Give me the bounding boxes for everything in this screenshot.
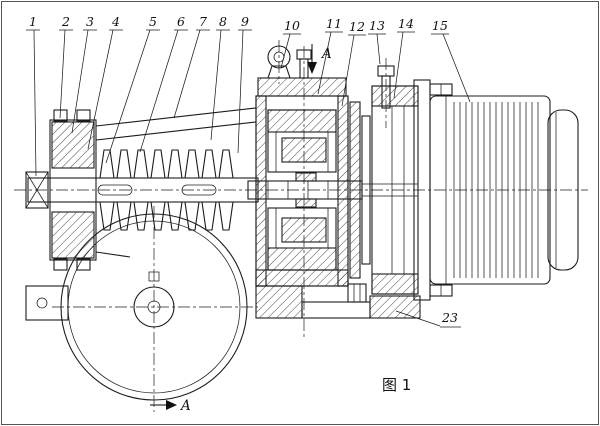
callout-6-label: 6 (177, 14, 185, 29)
callout-8-leader (210, 29, 222, 141)
wheel-hub (133, 286, 175, 328)
callout-9: 9 (237, 14, 252, 154)
bearing-housing (49, 109, 97, 271)
brake-disc (349, 101, 361, 279)
callout-2: 2 (59, 14, 73, 119)
bearing-cap-bolt (76, 258, 91, 271)
callout-23: 23 (395, 310, 461, 328)
wheel-outer-rim (60, 213, 248, 401)
figure-caption: 图 1 (382, 376, 411, 394)
callout-5: 5 (105, 14, 160, 164)
callout-6: 6 (139, 14, 188, 153)
callout-6-leader (139, 29, 179, 153)
callout-9-leader (237, 29, 244, 154)
left-support-bracket (25, 285, 69, 321)
callout-5-label: 5 (149, 14, 157, 29)
wheel-center-bore (147, 300, 161, 314)
callout-15-leader (442, 33, 471, 103)
callout-4: 4 (87, 14, 123, 150)
callout-13-label: 13 (369, 18, 385, 33)
callout-2-label: 2 (61, 14, 70, 29)
callout-15-label: 15 (432, 18, 448, 33)
motor-end-cap (547, 109, 579, 271)
gearbox-section (247, 45, 363, 287)
callout-1-label: 1 (29, 14, 37, 29)
callout-14: 14 (393, 16, 415, 99)
callout-8-label: 8 (219, 14, 227, 29)
adjuster-bolt-shank (381, 75, 391, 109)
gearbox-top-plate (257, 77, 347, 97)
brake-coupling (349, 65, 419, 295)
callout-10-leader (280, 33, 291, 69)
callout-4-label: 4 (111, 14, 120, 29)
callout-11-label: 11 (326, 16, 342, 31)
callout-7-leader (173, 29, 201, 119)
callout-9-label: 9 (241, 14, 249, 29)
callout-15: 15 (431, 18, 471, 103)
callout-12-label: 12 (349, 19, 365, 34)
callout-12: 12 (341, 19, 366, 107)
bearing-cap-bolt (76, 109, 91, 122)
callout-14-label: 14 (398, 16, 414, 31)
callout-3-leader (71, 29, 89, 134)
wheel-key-slot (148, 271, 160, 282)
section-marks: A A (150, 44, 332, 414)
intermediate-shaft (361, 183, 419, 197)
callouts: 1 2 3 4 5 6 7 (26, 14, 471, 177)
motor (413, 79, 579, 301)
top-bolt-shank (299, 58, 309, 79)
callout-12-leader (341, 34, 355, 107)
callout-11-leader (317, 31, 332, 95)
callout-3-label: 3 (86, 14, 94, 29)
motor-cooling-fins (453, 102, 539, 278)
callout-10-label: 10 (284, 18, 300, 33)
callout-23-label: 23 (441, 310, 458, 325)
callout-13-leader (376, 33, 381, 65)
callout-2-leader (59, 29, 66, 119)
shaft-end-block (25, 171, 49, 209)
callout-11: 11 (317, 16, 343, 95)
section-arrow-top-head (307, 62, 317, 74)
callout-14-leader (393, 31, 404, 99)
callout-23-leader (395, 310, 441, 327)
bearing-cap-bolt (53, 258, 68, 271)
callout-5-leader (105, 29, 151, 164)
worm-housing-cover (95, 107, 257, 258)
lifting-eye-pulley (267, 45, 291, 69)
motor-body (429, 95, 551, 285)
callout-1-leader (33, 29, 37, 177)
base-foot (255, 283, 421, 319)
callout-7: 7 (173, 14, 210, 119)
section-arrow-bottom-head (166, 400, 177, 410)
section-label-bottom: A (179, 398, 191, 414)
callout-1: 1 (26, 14, 40, 177)
bracket-bolt-hole (36, 297, 48, 309)
callout-3: 3 (71, 14, 97, 134)
base-bolt (347, 283, 367, 303)
shaft-keyway (97, 184, 133, 196)
callout-10: 10 (280, 18, 301, 69)
callout-8: 8 (210, 14, 230, 141)
callout-4-leader (87, 29, 114, 150)
shaft-keyway (181, 184, 217, 196)
callout-13: 13 (368, 18, 386, 65)
section-label-top: A (320, 46, 332, 62)
callout-7-label: 7 (199, 14, 207, 29)
